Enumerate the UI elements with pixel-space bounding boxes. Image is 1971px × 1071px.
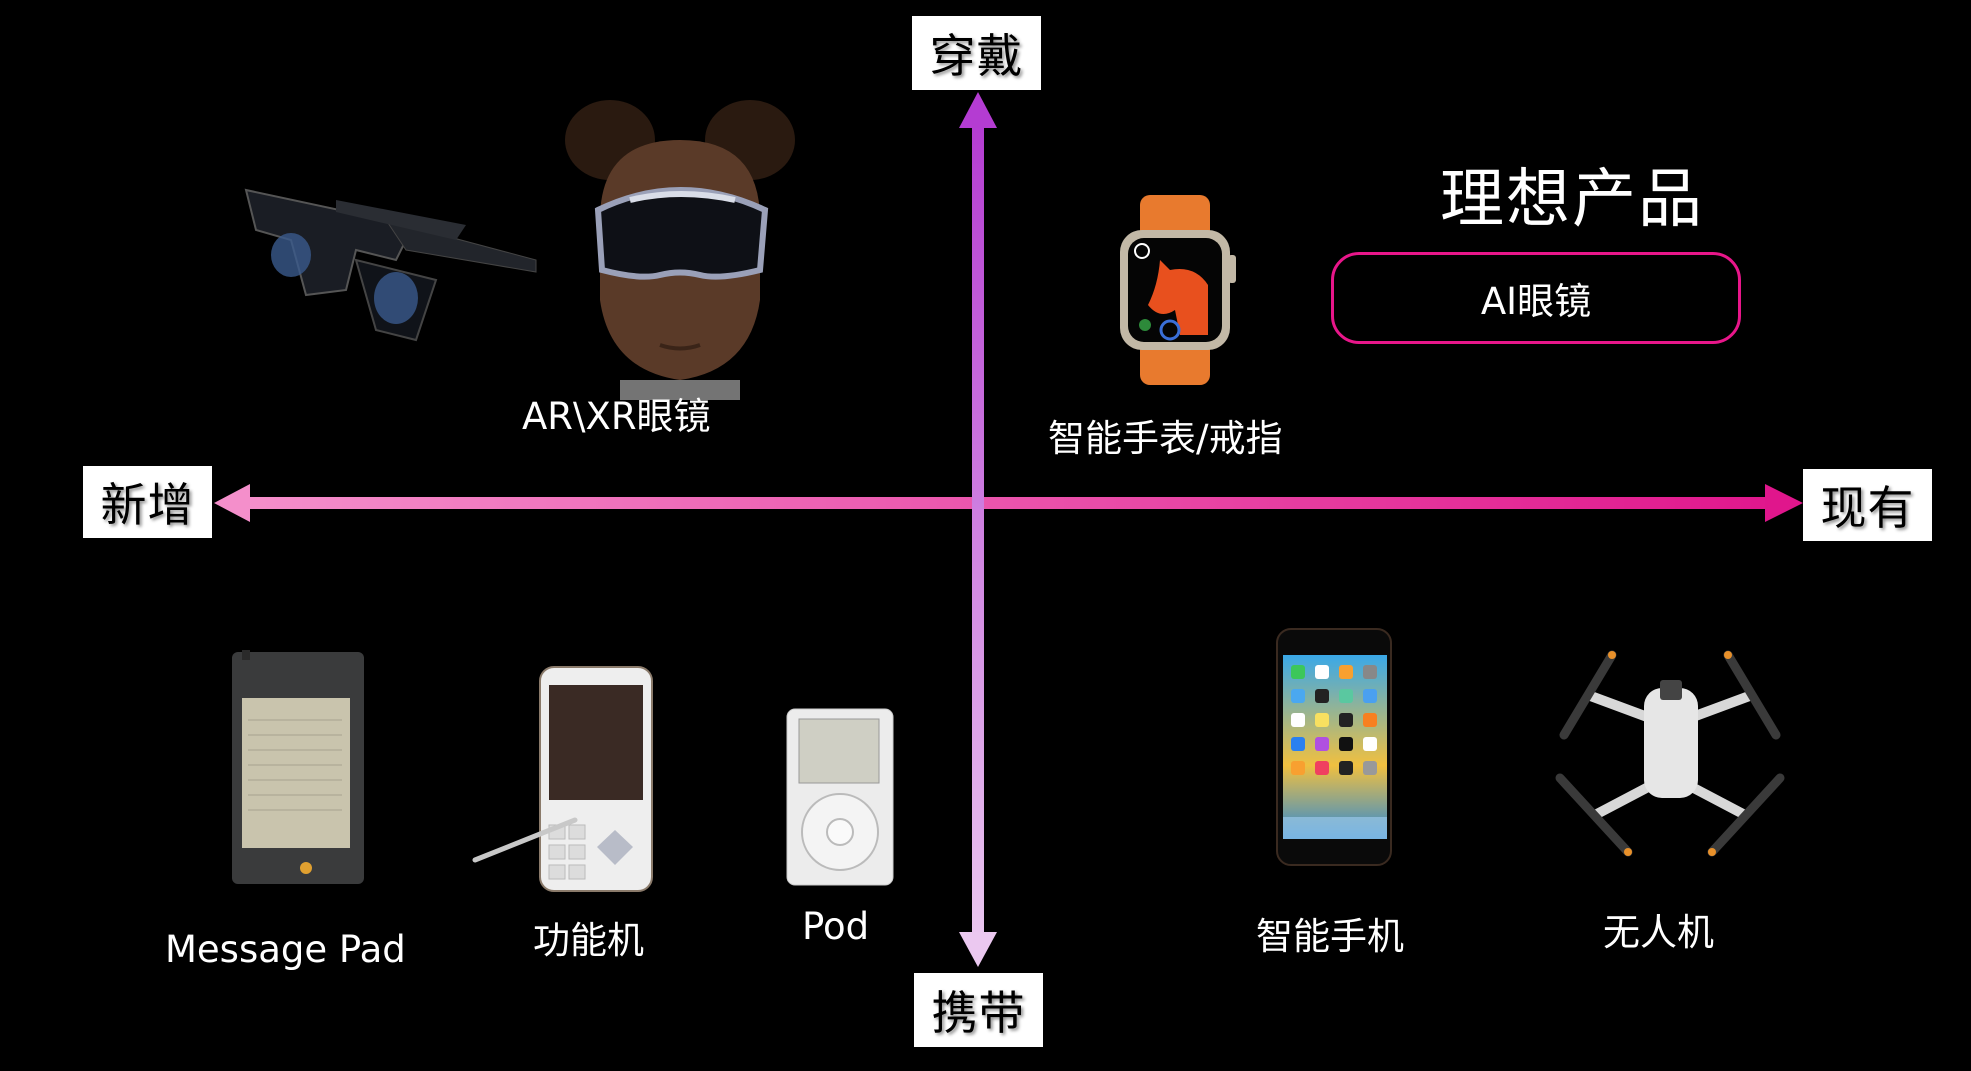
pda-device-icon	[232, 650, 364, 884]
label-pod: Pod	[802, 905, 870, 948]
ideal-product-pill: AI眼镜	[1331, 252, 1741, 344]
label-ar-xr-glasses: AR\XR眼镜	[522, 395, 711, 438]
drone-icon	[1555, 650, 1785, 857]
axis-label-top: 穿戴	[912, 16, 1041, 90]
axis-label-bottom: 携带	[914, 973, 1043, 1047]
vr-headset-icon	[565, 100, 795, 400]
axis-label-left: 新增	[83, 466, 212, 538]
smartphone-icon	[1276, 628, 1392, 866]
label-smartphone: 智能手机	[1256, 915, 1404, 958]
label-message-pad: Message Pad	[165, 928, 406, 971]
smartwatch-icon	[1120, 195, 1236, 385]
axis-label-right: 现有	[1803, 469, 1932, 541]
ideal-product-title: 理想产品	[1440, 163, 1704, 237]
label-drone: 无人机	[1603, 911, 1714, 954]
label-feature-phone: 功能机	[533, 919, 644, 962]
music-player-icon	[786, 708, 894, 886]
label-smartwatch: 智能手表/戒指	[1048, 417, 1283, 460]
feature-phone-icon	[472, 666, 653, 892]
ideal-product-pill-label: AI眼镜	[1480, 280, 1592, 323]
ar-glasses-icon	[244, 188, 537, 342]
